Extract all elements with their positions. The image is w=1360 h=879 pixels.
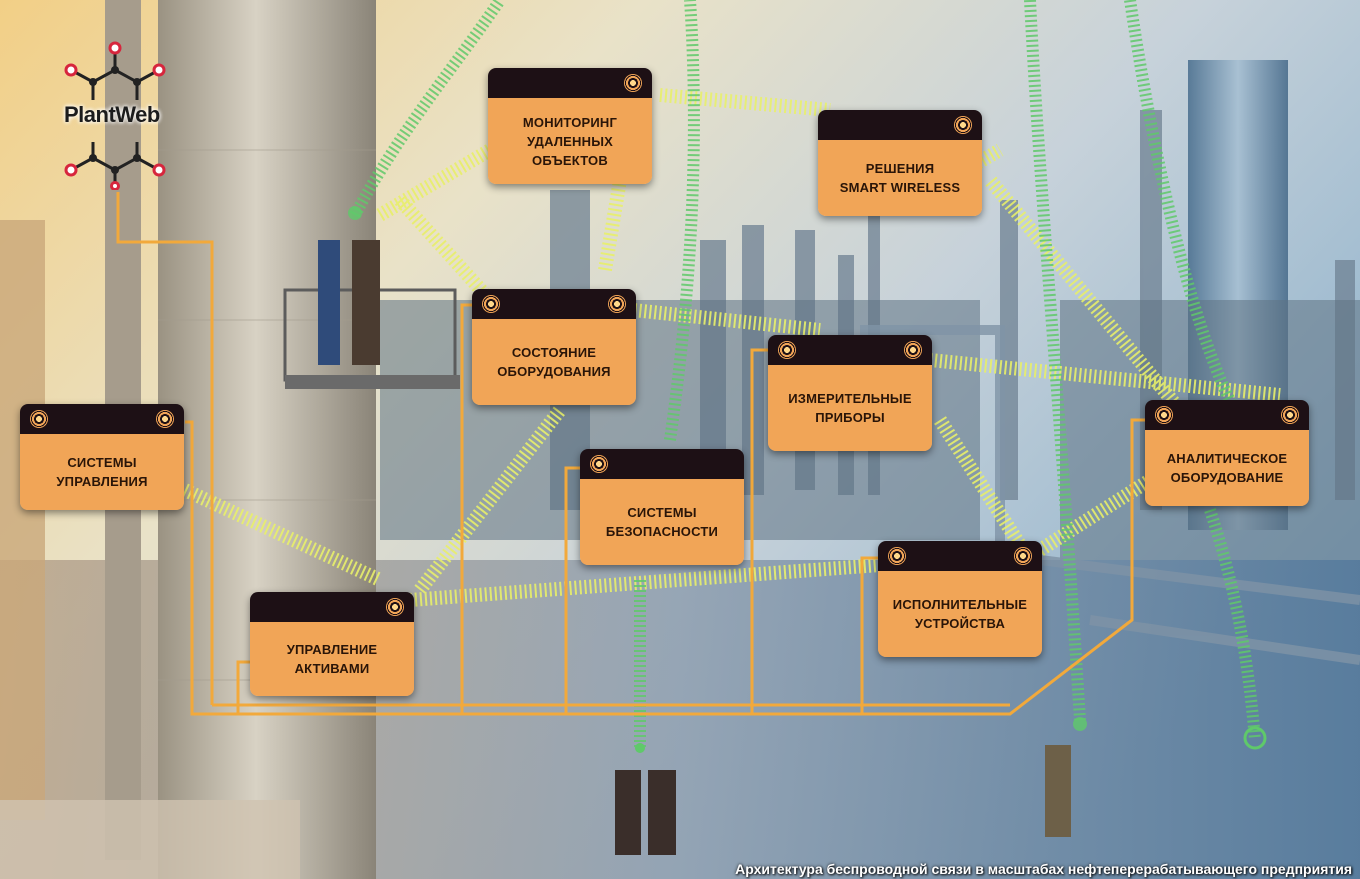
node-label: СИСТЕМЫ УПРАВЛЕНИЯ [56, 455, 148, 489]
wireless-signal-icon [1281, 406, 1299, 424]
node-header [768, 335, 932, 365]
bus-connector-icon [482, 295, 500, 313]
node-header [1145, 400, 1309, 430]
node-body: ИЗМЕРИТЕЛЬНЫЕ ПРИБОРЫ [768, 365, 932, 451]
node-header [580, 449, 744, 479]
wireless-signal-icon [608, 295, 626, 313]
figure-caption: Архитектура беспроводной связи в масштаб… [735, 861, 1352, 877]
node-body: УПРАВЛЕНИЕ АКТИВАМИ [250, 622, 414, 696]
node-body: СИСТЕМЫ УПРАВЛЕНИЯ [20, 434, 184, 510]
node-safety-systems[interactable]: СИСТЕМЫ БЕЗОПАСНОСТИ [580, 449, 744, 565]
node-actuators[interactable]: ИСПОЛНИТЕЛЬНЫЕ УСТРОЙСТВА [878, 541, 1042, 657]
node-asset-management[interactable]: УПРАВЛЕНИЕ АКТИВАМИ [250, 592, 414, 696]
bus-connector-icon [778, 341, 796, 359]
node-body: АНАЛИТИЧЕСКОЕ ОБОРУДОВАНИЕ [1145, 430, 1309, 506]
wireless-signal-icon [954, 116, 972, 134]
node-label: АНАЛИТИЧЕСКОЕ ОБОРУДОВАНИЕ [1166, 451, 1288, 485]
node-label: ИЗМЕРИТЕЛЬНЫЕ ПРИБОРЫ [788, 391, 912, 425]
node-label: РЕШЕНИЯ SMART WIRELESS [839, 161, 961, 195]
bus-connector-icon [156, 410, 174, 428]
node-label: СИСТЕМЫ БЕЗОПАСНОСТИ [605, 505, 719, 539]
node-header [878, 541, 1042, 571]
node-smart-wireless[interactable]: РЕШЕНИЯ SMART WIRELESS [818, 110, 982, 216]
wireless-signal-icon [624, 74, 642, 92]
node-equipment-condition[interactable]: СОСТОЯНИЕ ОБОРУДОВАНИЯ [472, 289, 636, 405]
wireless-signal-icon [1014, 547, 1032, 565]
node-header [488, 68, 652, 98]
node-label: ИСПОЛНИТЕЛЬНЫЕ УСТРОЙСТВА [892, 597, 1028, 631]
bus-connector-icon [590, 455, 608, 473]
plantweb-logo-icon [64, 41, 166, 190]
node-header [472, 289, 636, 319]
node-label: УПРАВЛЕНИЕ АКТИВАМИ [286, 642, 378, 676]
node-header [818, 110, 982, 140]
node-body: СИСТЕМЫ БЕЗОПАСНОСТИ [580, 479, 744, 565]
node-body: ИСПОЛНИТЕЛЬНЫЕ УСТРОЙСТВА [878, 571, 1042, 657]
bus-connector-icon [1155, 406, 1173, 424]
brand-name: PlantWeb [64, 102, 160, 127]
node-remote-monitoring[interactable]: МОНИТОРИНГ УДАЛЕННЫХ ОБЪЕКТОВ [488, 68, 652, 184]
node-body: СОСТОЯНИЕ ОБОРУДОВАНИЯ [472, 319, 636, 405]
node-header [20, 404, 184, 434]
node-body: МОНИТОРИНГ УДАЛЕННЫХ ОБЪЕКТОВ [488, 98, 652, 184]
wireless-signal-icon [904, 341, 922, 359]
node-header [250, 592, 414, 622]
bus-connector-icon [888, 547, 906, 565]
node-body: РЕШЕНИЯ SMART WIRELESS [818, 140, 982, 216]
node-label: МОНИТОРИНГ УДАЛЕННЫХ ОБЪЕКТОВ [522, 114, 618, 168]
node-analytical-equipment[interactable]: АНАЛИТИЧЕСКОЕ ОБОРУДОВАНИЕ [1145, 400, 1309, 506]
node-measuring-instruments[interactable]: ИЗМЕРИТЕЛЬНЫЕ ПРИБОРЫ [768, 335, 932, 451]
node-control-systems[interactable]: СИСТЕМЫ УПРАВЛЕНИЯ [20, 404, 184, 510]
wireless-signal-icon [386, 598, 404, 616]
node-label: СОСТОЯНИЕ ОБОРУДОВАНИЯ [497, 345, 611, 379]
wireless-signal-icon [30, 410, 48, 428]
